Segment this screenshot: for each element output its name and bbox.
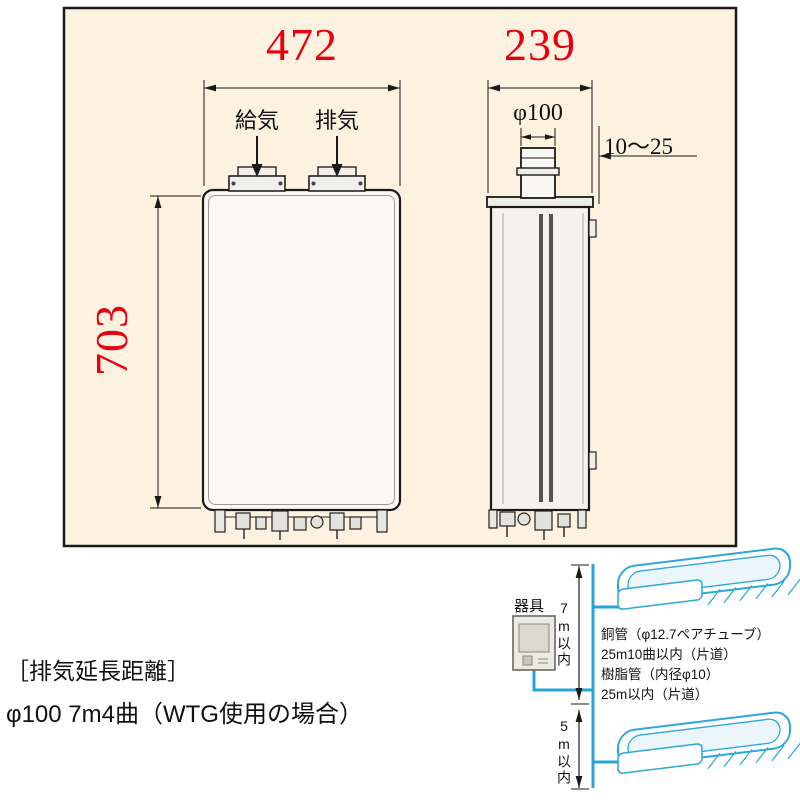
bathtub-bottom-icon <box>617 711 800 774</box>
dim-lines-phi100 <box>520 128 556 146</box>
plumbing-diagram <box>512 547 800 790</box>
exhaust-label: 排気 <box>314 108 359 133</box>
flow-arrow-icons <box>251 136 343 177</box>
exhaust-extension-detail: φ100 7m4曲（WTG使用の場合） <box>6 701 363 728</box>
dimension-side-depth: 239 <box>504 19 576 70</box>
wall-clearance-label: 10～25 <box>604 134 673 159</box>
upper-distance-label: 7m以内 <box>556 600 572 668</box>
front-view-drawing <box>201 166 402 540</box>
pipe-note-copper-limit: 25m10曲以内（片道） <box>601 647 737 662</box>
heater-unit-label: 器具 <box>514 598 545 615</box>
dimension-front-width: 472 <box>266 19 338 70</box>
pipe-note-resin-limit: 25m以内（片道） <box>601 687 709 702</box>
dim-lines-472 <box>203 80 401 186</box>
distance-arrows <box>571 564 589 790</box>
intake-label: 給気 <box>234 108 279 133</box>
dim-lines-wall-clearance <box>598 126 697 204</box>
dim-lines-703 <box>150 195 201 509</box>
pipe-diameter-label: φ100 <box>513 100 563 126</box>
lower-distance-label: 5m以内 <box>556 718 572 786</box>
pipe-note-copper: 銅管（φ12.7ペアチューブ） <box>601 627 770 642</box>
side-view-drawing <box>486 147 597 540</box>
bathtub-top-icon <box>617 547 800 610</box>
exhaust-extension-heading: ［排気延長距離］ <box>6 658 190 684</box>
pipe-note-resin: 樹脂管（内径φ10） <box>601 667 720 682</box>
dim-lines-239 <box>487 80 593 193</box>
water-heater-icon <box>512 615 556 671</box>
dimension-height: 703 <box>86 304 137 376</box>
